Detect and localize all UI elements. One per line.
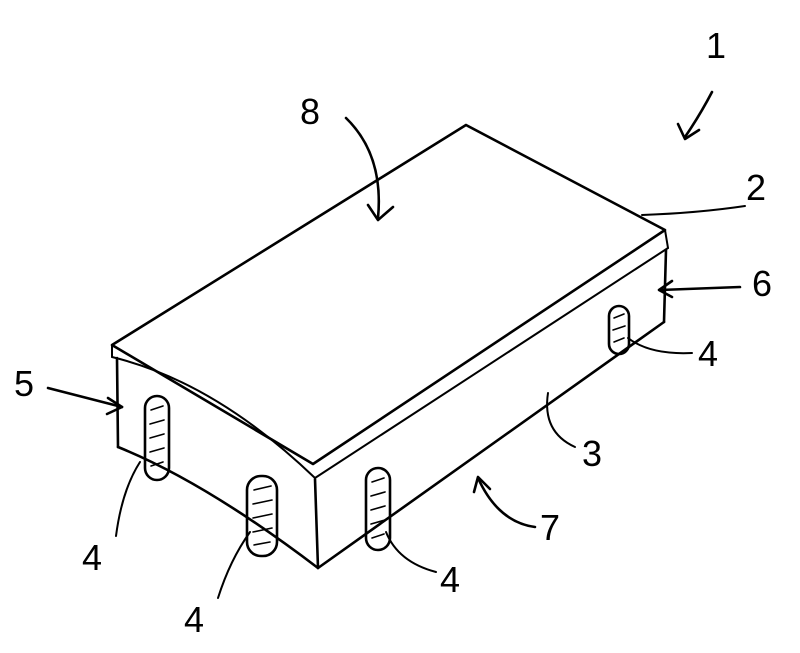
leader-7 <box>476 476 537 529</box>
leader-4-right <box>627 337 693 355</box>
ref-label-3: 3 <box>582 433 602 474</box>
leader-4-bottom-right <box>385 531 437 573</box>
leader-3 <box>546 392 576 448</box>
ref-label-4-bottom-right: 4 <box>440 559 460 600</box>
foot-left-front <box>143 394 171 482</box>
ref-label-2: 2 <box>746 167 766 208</box>
cover-band-side <box>314 247 669 479</box>
foot-right-side <box>607 304 631 356</box>
reference-numerals: 1 8 2 6 4 5 3 7 4 4 4 <box>14 25 772 640</box>
ref-label-4-left: 4 <box>82 537 102 578</box>
leader-8 <box>344 116 381 220</box>
leader-4-bottom-left <box>217 531 251 599</box>
ref-label-8: 8 <box>300 91 320 132</box>
ref-label-1: 1 <box>706 25 726 66</box>
leader-lines <box>46 90 746 599</box>
body-bottom-front <box>116 445 320 570</box>
foot-bottom-left <box>245 474 279 558</box>
leader-5 <box>46 386 124 409</box>
ref-label-7: 7 <box>540 507 560 548</box>
leader-4-left <box>115 461 141 537</box>
top-face-outline <box>110 123 667 466</box>
body-edge-front <box>313 477 320 570</box>
foot-bottom-right <box>364 466 392 552</box>
body-edge-left <box>115 356 120 449</box>
body-bottom-side <box>316 320 666 570</box>
leader-2 <box>641 205 746 216</box>
ref-label-5: 5 <box>14 363 34 404</box>
box-body <box>110 123 669 570</box>
feet <box>143 304 631 558</box>
ref-label-4-right: 4 <box>698 333 718 374</box>
ref-label-6: 6 <box>752 263 772 304</box>
leader-6 <box>658 285 742 292</box>
cover-band-front <box>111 356 316 479</box>
ref-label-4-bottom-left: 4 <box>184 599 204 640</box>
cover-corner-right <box>664 229 669 249</box>
leader-1 <box>683 90 714 139</box>
